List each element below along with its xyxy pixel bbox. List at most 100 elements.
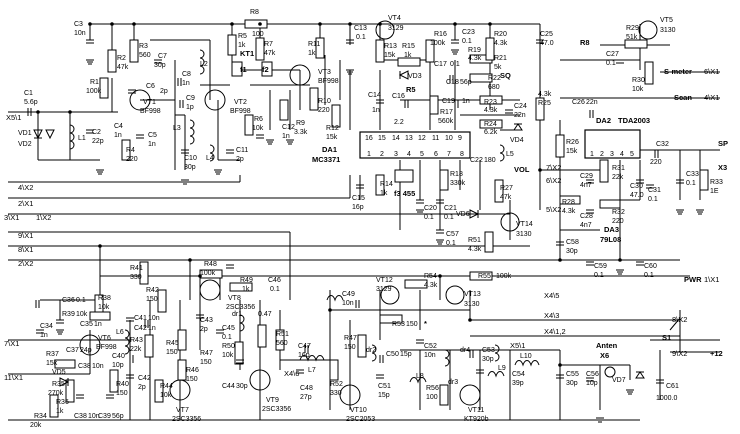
label-vt7-type: 2SC3356 [172, 416, 201, 423]
label-c38-value: 10n [92, 363, 104, 370]
label-sp: SP [718, 139, 728, 148]
label-r3-value: 560 [139, 52, 151, 59]
label-r34-value: 20k [30, 422, 42, 429]
label-dr1-value: 0.47 [258, 311, 272, 318]
label-r8: R8 [250, 9, 259, 16]
label-r1: R1 [90, 79, 99, 86]
label-c39-value: 56p [112, 413, 124, 420]
filter-f2 [261, 61, 273, 77]
label-r2-value: 47k [117, 64, 129, 71]
label-vt1-type: BF998 [140, 108, 161, 115]
label-r52-value: 330 [330, 390, 342, 397]
da2-pin-1: 1 [590, 151, 594, 158]
da1-pin-12: 12 [418, 135, 426, 142]
label-c34-value: 1n [40, 332, 48, 339]
label-vd4: VD4 [510, 137, 524, 144]
label-vt6: VT6 [98, 335, 111, 342]
label-r47b-value: 150 [344, 344, 356, 351]
label-r26-value: 15k [566, 148, 578, 155]
label-vd2: VD2 [18, 141, 32, 148]
label-vt14-type: 3130 [516, 231, 532, 238]
port-1-x1: 1\X1 [704, 275, 719, 284]
label-f3: f3 455 [394, 189, 415, 198]
label-c13-value: 0.1 [356, 34, 366, 41]
label-r41-value: 330 [130, 274, 142, 281]
da1-pin-3: 3 [394, 151, 398, 158]
label-c29-value: 4n7 [580, 182, 592, 189]
label-r19: R19 [468, 47, 481, 54]
label-c15: C15 [352, 195, 365, 202]
label-sq: SQ [500, 71, 511, 80]
label-r6: R6 [254, 116, 263, 123]
label-da3: DA3 [604, 225, 619, 234]
da1-pin-6: 6 [434, 151, 438, 158]
label-c25-value: 47.0 [540, 40, 554, 47]
label-vd5: VD5 [52, 369, 66, 376]
label-vt11: VT11 [468, 407, 484, 414]
label-r32: R32 [612, 209, 625, 216]
port-8-x2: 8\X2 [672, 315, 687, 324]
label-r8-bold: R8 [580, 38, 590, 47]
label-r45-value: 150 [166, 349, 178, 356]
label-vt10: VT10 [350, 407, 367, 414]
label-c10-value: 30p [184, 164, 196, 171]
label-c19: C19 [442, 98, 455, 105]
label-kt1: KT1 [240, 49, 254, 58]
label-c26: C26 [572, 99, 585, 106]
label-vt13-type: 3130 [464, 301, 480, 308]
label-c55-value: 30p [566, 380, 578, 387]
label-da3-type: 79L08 [600, 235, 621, 244]
label-r50: R50 [222, 343, 235, 350]
filter-f1 [231, 61, 243, 77]
label-r34: R34 [34, 413, 47, 420]
label-c50: C50 [386, 351, 399, 358]
label-c8: C8 [182, 71, 191, 78]
label-r7-value: 47k [264, 50, 276, 57]
label-c46: C46 [268, 277, 281, 284]
label-c24-value: 22n [514, 112, 526, 119]
label-c56-value: 10p [586, 380, 598, 387]
label-c1: C1 [24, 90, 33, 97]
label-vt2-type: BF998 [230, 108, 251, 115]
label-r25-value: 4.3k [538, 91, 552, 98]
label-c7-value: 30p [154, 62, 166, 69]
label-c30-value: 47.0 [630, 192, 644, 199]
label-r3: R3 [139, 43, 148, 50]
label-c34: C34 [40, 323, 53, 330]
label-r19-value: 4.3k [468, 55, 482, 62]
label-c42b: C42 [138, 375, 151, 382]
label-c21-value: 0.1 [444, 214, 454, 221]
label-c37-value: 24p [80, 347, 92, 354]
label-r54-value: 4.3k [424, 282, 438, 289]
port-x4-3: X4\3 [544, 311, 559, 320]
label-c54: C54 [512, 371, 525, 378]
label-c60-value: 0.1 [644, 272, 654, 279]
label-l5: L5 [506, 151, 514, 158]
label-c2-value: 22p [92, 138, 104, 145]
label-c4: C4 [114, 123, 123, 130]
label-vt5: VT5 [660, 17, 673, 24]
label-c24: C24 [514, 103, 527, 110]
label-c33: C33 [686, 171, 699, 178]
label-r6-value: 10k [252, 125, 264, 132]
label-c6-value: 2p [160, 88, 168, 95]
label-r35: R35 [52, 381, 65, 388]
label-r18-value: 330k [450, 180, 466, 187]
label-dr2: dr2 [366, 347, 376, 354]
label-vd6: VD6 [456, 211, 470, 218]
label-vt11-type: KT920b [464, 416, 489, 423]
label-r15-value: 1k [404, 52, 412, 59]
label-r29-value: 51k [626, 34, 638, 41]
label-r24-value: 6.2k [484, 129, 498, 136]
label-r44: R44 [160, 383, 173, 390]
label-r52: R52 [330, 381, 343, 388]
label-c59-value: 0.1 [594, 272, 604, 279]
label-r33-value: 1E [710, 188, 719, 195]
label-r4-value: 220 [126, 156, 138, 163]
label-r28: R28 [562, 199, 575, 206]
label-r38-value: 10k [98, 304, 110, 311]
port-6-x2: 6\X2 [546, 176, 561, 185]
label-vt2: VT2 [234, 99, 247, 106]
label-vt14: VT14 [516, 221, 533, 228]
